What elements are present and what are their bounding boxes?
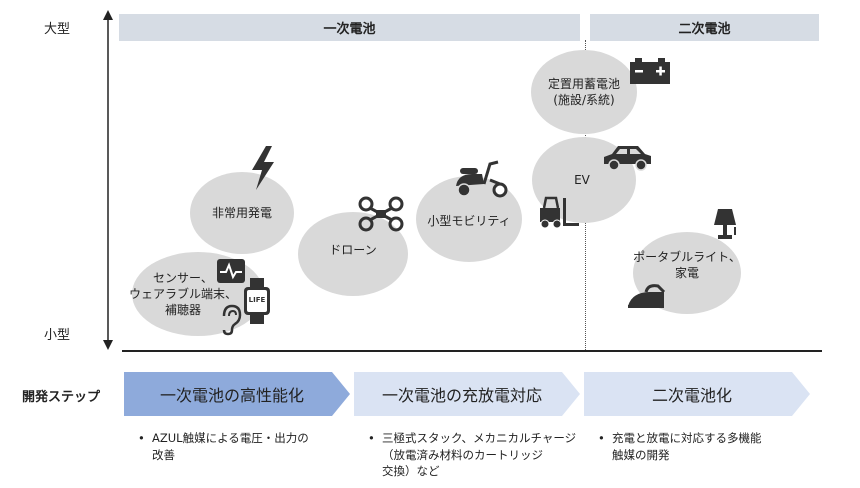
- bubble-stationary-storage: 定置用蓄電池 (施設/系統): [531, 50, 637, 134]
- iron-icon: [628, 284, 666, 308]
- primary-battery-header: 一次電池: [119, 14, 580, 41]
- step-primary-charge-label: 一次電池の充放電対応: [381, 386, 542, 405]
- secondary-battery-header: 二次電池: [590, 14, 819, 41]
- drone-icon: [358, 196, 404, 232]
- desc-step2: • 三極式スタック、メカニカルチャージ （放電済み材料のカートリッジ 交換）など: [368, 430, 592, 480]
- bullet: •: [598, 431, 605, 445]
- bubble-emergency-power: 非常用発電: [190, 172, 294, 254]
- dev-steps-label: 開発ステップ: [22, 390, 101, 405]
- car-battery-icon: [630, 58, 670, 84]
- bubble-sensor-label: センサー、 ウェアラブル端末、 補聴器: [128, 270, 237, 318]
- heart-monitor-icon: [217, 259, 245, 283]
- bullet: •: [368, 431, 375, 445]
- bubble-emergency-label: 非常用発電: [211, 205, 272, 220]
- bubble-mobility-label: 小型モビリティ: [427, 213, 511, 228]
- lamp-icon: [714, 209, 736, 239]
- ear-icon: [222, 304, 242, 336]
- step-primary-performance-label: 一次電池の高性能化: [159, 386, 304, 405]
- bullet: •: [138, 431, 145, 445]
- bubble-ev-label: EV: [574, 172, 590, 187]
- forklift-icon: [540, 196, 579, 229]
- scooter-icon: [456, 160, 508, 198]
- desc-step1: • AZUL触媒による電圧・出力の 改善: [138, 430, 352, 463]
- lightning-icon: [252, 146, 274, 190]
- baseline: [122, 350, 822, 352]
- bubble-stationary-label: 定置用蓄電池 (施設/系統): [547, 76, 620, 107]
- size-axis-arrow: [103, 10, 113, 350]
- desc-step1-text: AZUL触媒による電圧・出力の 改善: [152, 431, 309, 462]
- axis-top-label: 大型: [44, 22, 71, 37]
- step-primary-performance: 一次電池の高性能化: [124, 372, 350, 416]
- step-secondary-label: 二次電池化: [651, 386, 732, 405]
- bubble-portable-label: ポータブルライト、 家電: [633, 249, 741, 280]
- desc-step2-text: 三極式スタック、メカニカルチャージ （放電済み材料のカートリッジ 交換）など: [382, 431, 577, 479]
- desc-step3-text: 充電と放電に対応する多機能 触媒の開発: [612, 431, 762, 462]
- bubble-drone-label: ドローン: [329, 242, 377, 257]
- smartwatch-text: LIFE: [248, 296, 266, 304]
- desc-step3: • 充電と放電に対応する多機能 触媒の開発: [598, 430, 812, 463]
- axis-bottom-label: 小型: [44, 328, 71, 343]
- step-secondary: 二次電池化: [584, 372, 810, 416]
- car-icon: [604, 146, 651, 171]
- step-primary-charge: 一次電池の充放電対応: [354, 372, 580, 416]
- smartwatch-icon: [244, 278, 270, 324]
